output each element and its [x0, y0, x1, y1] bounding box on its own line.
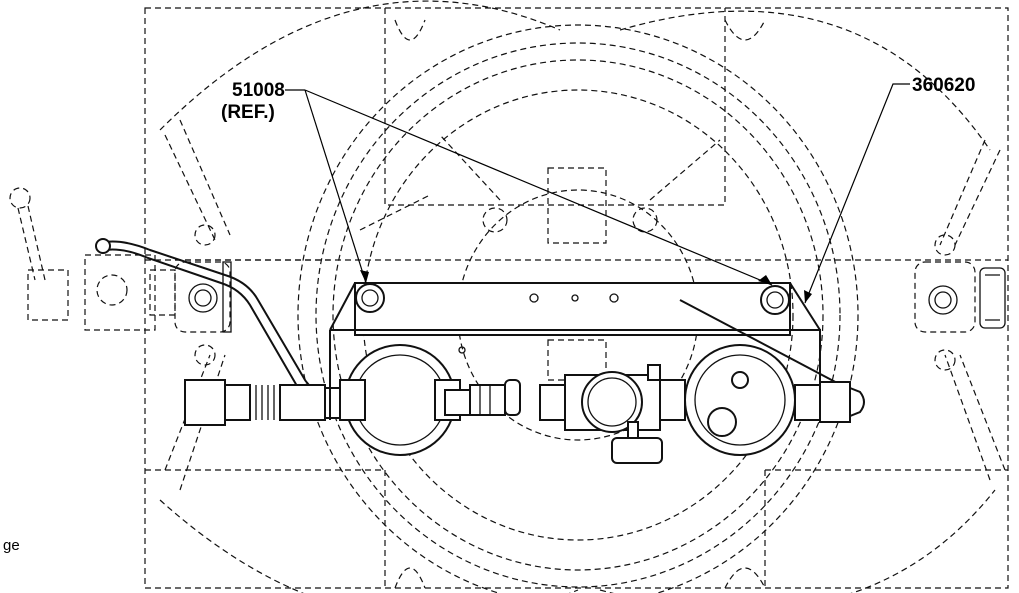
arrowhead-right — [758, 275, 772, 285]
right-lubricator — [684, 344, 821, 456]
cut-off-edge-text: ge — [3, 537, 20, 554]
bracket-bolt-right — [760, 285, 790, 315]
left-handle-assembly — [9, 187, 330, 331]
callout-51008-number: 51008 — [232, 80, 285, 101]
callout-51008-note: (REF.) — [221, 102, 275, 123]
left-filter — [339, 344, 461, 456]
arrowhead-left — [360, 270, 369, 283]
inline-valve — [444, 379, 566, 421]
left-bolt — [174, 261, 231, 333]
callout-360620-number: 360620 — [912, 75, 975, 96]
outlet-fitting — [819, 381, 865, 423]
bracket-bolt-left — [355, 283, 385, 313]
callout-51008: 51008 (REF.) — [221, 80, 773, 286]
callout-360620: 360620 — [804, 75, 975, 304]
quick-coupler — [184, 379, 351, 426]
right-bolt — [914, 261, 1006, 333]
arrowhead-360620 — [804, 290, 812, 303]
regulator — [564, 364, 686, 464]
